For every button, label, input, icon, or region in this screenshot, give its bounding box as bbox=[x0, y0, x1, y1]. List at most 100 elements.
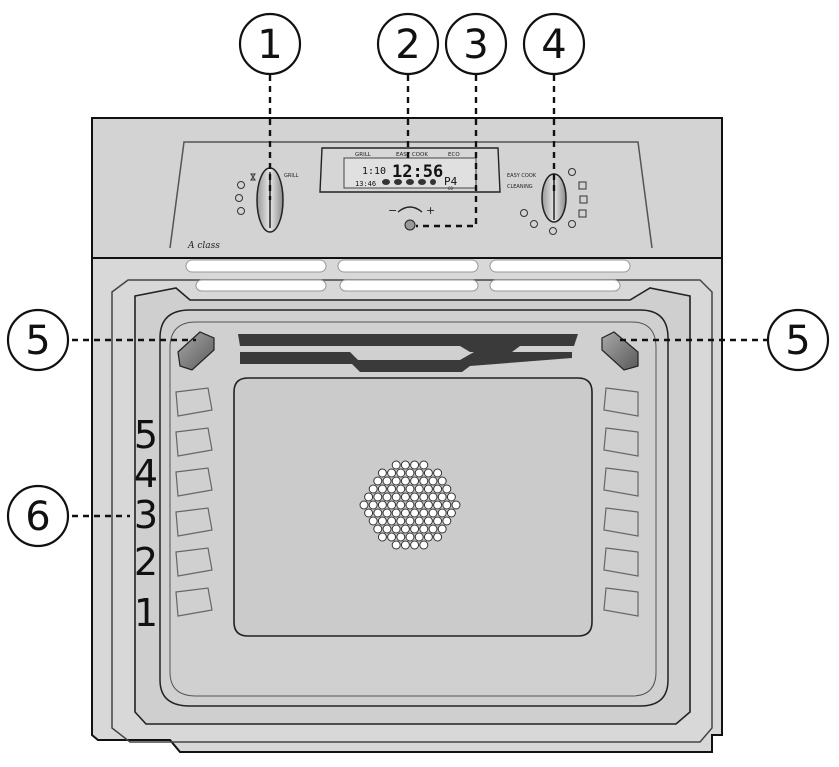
fan-hole-19 bbox=[368, 484, 378, 494]
program-knob[interactable] bbox=[541, 173, 567, 223]
fan-hole-61 bbox=[387, 516, 397, 526]
fan-hole-52 bbox=[391, 508, 401, 518]
fan-hole-51 bbox=[382, 508, 392, 518]
lamp-left bbox=[177, 331, 215, 371]
fan-hole-14 bbox=[400, 476, 410, 486]
shelf-runners-left bbox=[175, 387, 213, 617]
callout-circle-3 bbox=[444, 12, 508, 76]
fan-hole-65 bbox=[423, 516, 433, 526]
callout-label-4: 4 bbox=[541, 22, 566, 68]
runner-right-0 bbox=[603, 387, 639, 417]
fan-hole-59 bbox=[368, 516, 378, 526]
runner-right-2 bbox=[603, 467, 639, 497]
vent-slots bbox=[185, 259, 631, 292]
label-cleaning: CLEANING bbox=[507, 184, 533, 190]
fan-hole-10 bbox=[433, 468, 443, 478]
lamp-right bbox=[601, 331, 639, 371]
fan-hole-46 bbox=[433, 500, 443, 510]
fan-hole-75 bbox=[437, 524, 447, 534]
fan-hole-66 bbox=[433, 516, 443, 526]
runner-left-5 bbox=[175, 587, 213, 617]
fan-hole-62 bbox=[396, 516, 406, 526]
fan-hole-55 bbox=[419, 508, 429, 518]
display-program-sub: 60 bbox=[448, 186, 454, 191]
fan-hole-54 bbox=[410, 508, 420, 518]
callout-circle-2 bbox=[376, 12, 440, 76]
fan-hole-77 bbox=[387, 532, 397, 542]
display-header-easycook: EASY COOK bbox=[396, 152, 428, 158]
runner-left-2 bbox=[175, 467, 213, 497]
fan-hole-58 bbox=[446, 508, 456, 518]
fan-hole-80 bbox=[414, 532, 424, 542]
fan-hole-5 bbox=[387, 468, 397, 478]
function-symbols bbox=[235, 173, 256, 215]
fan-hole-63 bbox=[405, 516, 415, 526]
fan-hole-44 bbox=[414, 500, 424, 510]
fan-hole-39 bbox=[368, 500, 378, 510]
panel-inner-outline bbox=[169, 141, 653, 249]
callout-label-5a: 5 bbox=[25, 318, 50, 364]
fan-hole-15 bbox=[410, 476, 420, 486]
fan-hole-4 bbox=[377, 468, 387, 478]
fan-hole-82 bbox=[433, 532, 443, 542]
fan-hole-56 bbox=[428, 508, 438, 518]
display-main-clock: 12:56 bbox=[392, 162, 443, 182]
callout-circle-1 bbox=[238, 12, 302, 76]
fan-hole-21 bbox=[387, 484, 397, 494]
fan-hole-30 bbox=[382, 492, 392, 502]
program-symbols bbox=[520, 168, 588, 235]
fan-hole-67 bbox=[442, 516, 452, 526]
fan-hole-27 bbox=[442, 484, 452, 494]
fan-hole-13 bbox=[391, 476, 401, 486]
fan-hole-36 bbox=[437, 492, 447, 502]
fan-hole-18 bbox=[437, 476, 447, 486]
fan-hole-78 bbox=[396, 532, 406, 542]
fan-hole-11 bbox=[373, 476, 383, 486]
callout-label-2: 2 bbox=[395, 22, 420, 68]
fan-hole-43 bbox=[405, 500, 415, 510]
callout-label-6: 6 bbox=[25, 494, 50, 540]
fan-hole-47 bbox=[442, 500, 452, 510]
display-header-grill: GRILL bbox=[355, 152, 372, 158]
grill-element bbox=[238, 334, 578, 372]
fan-hole-6 bbox=[396, 468, 406, 478]
runner-left-3 bbox=[175, 507, 213, 537]
fan-hole-3 bbox=[419, 460, 429, 470]
fan-hole-28 bbox=[364, 492, 374, 502]
fan-hole-7 bbox=[405, 468, 415, 478]
fan-hole-73 bbox=[419, 524, 429, 534]
runner-right-3 bbox=[603, 507, 639, 537]
display-header-eco: ECO bbox=[448, 152, 460, 158]
fan-hole-35 bbox=[428, 492, 438, 502]
fan-hole-84 bbox=[400, 540, 410, 550]
fan-hole-68 bbox=[373, 524, 383, 534]
fan-hole-70 bbox=[391, 524, 401, 534]
callout-label-5b: 5 bbox=[785, 318, 810, 364]
oven-lamps bbox=[177, 331, 639, 371]
runner-right-4 bbox=[603, 547, 639, 577]
display-small-left: 13:46 bbox=[355, 180, 376, 188]
display-program: P4 bbox=[444, 175, 458, 188]
fan-hole-86 bbox=[419, 540, 429, 550]
fan-hole-48 bbox=[451, 500, 461, 510]
fan-hole-26 bbox=[433, 484, 443, 494]
fan-hole-32 bbox=[400, 492, 410, 502]
runner-left-4 bbox=[175, 547, 213, 577]
callout-label-3: 3 bbox=[463, 22, 488, 68]
fan-hole-8 bbox=[414, 468, 424, 478]
fan-hole-64 bbox=[414, 516, 424, 526]
grill-label: GRILL bbox=[284, 173, 299, 179]
fan-hole-81 bbox=[423, 532, 433, 542]
fan-hole-40 bbox=[377, 500, 387, 510]
fan-hole-79 bbox=[405, 532, 415, 542]
adjust-control[interactable] bbox=[397, 206, 423, 231]
fan-hole-57 bbox=[437, 508, 447, 518]
fan-hole-12 bbox=[382, 476, 392, 486]
runner-right-5 bbox=[603, 587, 639, 617]
fan-hole-25 bbox=[423, 484, 433, 494]
brand-logo: A class bbox=[187, 241, 220, 251]
fan-hole-49 bbox=[364, 508, 374, 518]
fan-hole-33 bbox=[410, 492, 420, 502]
runner-left-0 bbox=[175, 387, 213, 417]
